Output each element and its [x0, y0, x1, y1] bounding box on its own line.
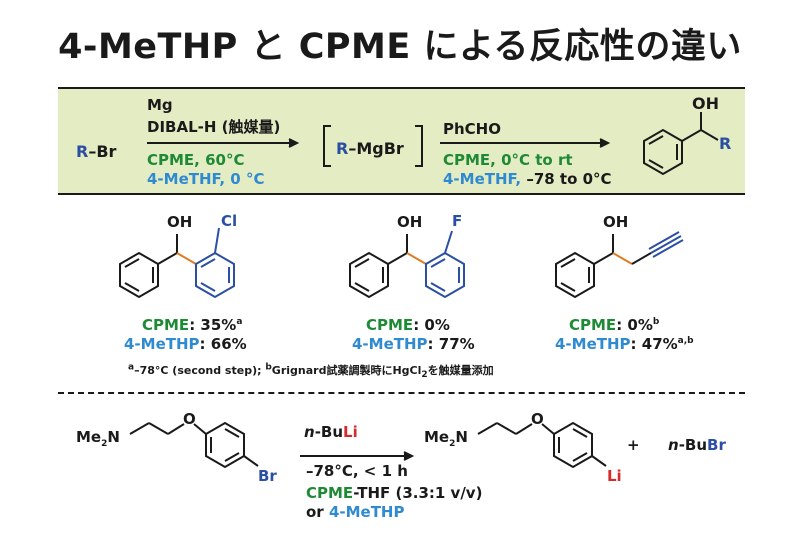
n-prefix: n [304, 423, 315, 441]
bu-label: -Bu [314, 423, 344, 441]
n-prefix: n [668, 436, 679, 454]
footnote-mark: a,b [677, 336, 694, 346]
footnote-a-text: –78°C (second step); [134, 364, 266, 377]
product3-oh: OH [603, 213, 629, 231]
cpme-label: CPME [306, 484, 354, 502]
product1-cl: Cl [221, 212, 238, 230]
footnote-mark: a [236, 317, 243, 327]
plus-sign: + [627, 436, 640, 454]
reagent-nbuli: n-BuLi [304, 423, 358, 441]
r-group-label: R [76, 142, 89, 161]
br-label: Br [707, 436, 726, 454]
me-label: Me [76, 428, 102, 446]
condition-cpme-2: CPME, 0°C to rt [443, 151, 573, 169]
methp-label: 4-MeTHP [555, 335, 631, 353]
scheme1-box [58, 87, 745, 195]
yield-value: : 0% [413, 316, 450, 334]
starting-material: R–Br [76, 142, 116, 161]
footnote-mark: b [652, 317, 660, 327]
product-oxygen: O [531, 410, 544, 428]
me-label: Me [424, 428, 450, 446]
product2-oh: OH [397, 213, 423, 231]
cpme-label: CPME [569, 316, 617, 334]
footnote-b-text-end: を触媒量添加 [427, 364, 494, 377]
sm-bromine: Br [258, 467, 277, 485]
footnote: a–78°C (second step); bGrignard試薬調製時にHgC… [128, 362, 494, 380]
product1-cpme-yield: CPME: 35%a [142, 316, 242, 334]
footnote-b-subscript: 2 [421, 370, 428, 381]
product2-f: F [452, 212, 463, 230]
page-title: 4-MeTHP と CPME による反応性の違い [58, 27, 742, 67]
methp-label: 4-MeTHP [328, 503, 405, 521]
yield-value: : 0% [616, 316, 653, 334]
me-subscript: 2 [101, 439, 108, 449]
product-r-label: R [719, 134, 732, 153]
methp-label: 4-MeTHP [124, 335, 200, 353]
condition-methf-2-temp: –78 to 0°C [526, 170, 612, 188]
yield-value: : 66% [199, 335, 247, 353]
yield-value: : 35% [189, 316, 237, 334]
intermediate-mgbr-label: –MgBr [348, 139, 404, 158]
condition-methf-1: 4-MeTHF, 0 °C [147, 170, 265, 188]
product1-oh: OH [167, 213, 193, 231]
product-oh-label: OH [692, 94, 719, 113]
condition-methf-2: 4-MeTHF, –78 to 0°C [443, 170, 612, 188]
n-label: N [455, 428, 468, 446]
scheme2-solvent-alt: or 4-MeTHP [306, 503, 404, 521]
reagent-dibal: DIBAL-H (触媒量) [147, 118, 281, 136]
footnote-a-mark: a [128, 362, 135, 373]
product3-methp-yield: 4-MeTHP: 47%a,b [555, 335, 694, 353]
me-subscript: 2 [449, 439, 456, 449]
condition-cpme-1: CPME, 60°C [147, 151, 245, 169]
condition-methf-2-solvent: 4-MeTHF, [443, 170, 522, 188]
intermediate-r-label: R [336, 139, 349, 158]
sm-oxygen: O [183, 410, 196, 428]
product-dimethylamino: Me2N [424, 428, 468, 449]
scheme2-solvent: CPME-THF (3.3:1 v/v) [306, 484, 482, 502]
yield-value: : 47% [630, 335, 678, 353]
scheme2-condition: –78°C, < 1 h [306, 462, 408, 480]
footnote-b-text: Grignard試薬調製時にHgCl [271, 364, 422, 377]
n-label: N [107, 428, 120, 446]
grignard-intermediate: R–MgBr [336, 139, 404, 158]
footnote-b-mark: b [265, 362, 272, 373]
solvent-ratio: -THF (3.3:1 v/v) [353, 484, 483, 502]
cpme-label: CPME [366, 316, 414, 334]
reagent-phcho: PhCHO [443, 120, 501, 138]
product3-cpme-yield: CPME: 0%b [569, 316, 659, 334]
yield-value: : 77% [427, 335, 475, 353]
product1-methp-yield: 4-MeTHP: 66% [124, 335, 247, 353]
methp-label: 4-MeTHP [352, 335, 428, 353]
li-label: Li [343, 423, 358, 441]
section-divider [58, 392, 745, 394]
sm-dimethylamino: Me2N [76, 428, 120, 449]
bromide-label: –Br [88, 142, 117, 161]
product2-methp-yield: 4-MeTHP: 77% [352, 335, 475, 353]
product-lithium: Li [607, 467, 622, 485]
byproduct-nbubr: n-BuBr [668, 436, 726, 454]
cpme-label: CPME [142, 316, 190, 334]
product2-cpme-yield: CPME: 0% [366, 316, 450, 334]
reagent-mg: Mg [147, 96, 173, 114]
bu-label: -Bu [678, 436, 708, 454]
or-label: or [306, 503, 329, 521]
